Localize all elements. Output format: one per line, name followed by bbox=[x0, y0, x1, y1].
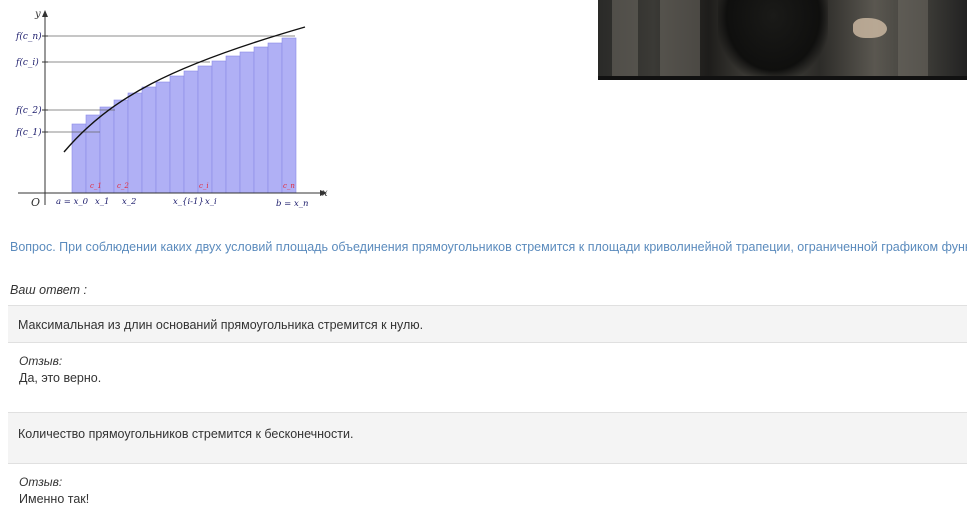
feedback-1: Отзыв: Да, это верно. bbox=[19, 354, 101, 385]
y-tick-label-fc1: f(c_1) bbox=[15, 127, 42, 138]
y-tick-label-fcn: f(c_n) bbox=[15, 31, 42, 42]
rectangles-group bbox=[71, 37, 297, 194]
x-tick-label-x1: x_1 bbox=[95, 197, 109, 207]
sample-label-cn: c_n bbox=[283, 182, 295, 190]
feedback-2: Отзыв: Именно так! bbox=[19, 475, 89, 506]
riemann-sum-figure: y x O f(c_n) f(c_i) f(c_2) f(c_1) a = x_… bbox=[0, 0, 340, 220]
riemann-rectangle bbox=[253, 46, 269, 194]
y-axis-label: y bbox=[34, 9, 41, 20]
video-window-panel bbox=[898, 0, 928, 80]
video-window-panel bbox=[612, 0, 638, 80]
answer-option-1: Максимальная из длин оснований прямоугол… bbox=[8, 305, 967, 343]
feedback-text: Именно так! bbox=[19, 492, 90, 506]
sample-label-c1: c_1 bbox=[90, 182, 102, 190]
feedback-text: Да, это верно. bbox=[19, 371, 102, 385]
x-axis-label: x bbox=[322, 188, 328, 199]
riemann-rectangle bbox=[99, 106, 115, 194]
x-tick-label-a: a = x_0 bbox=[56, 197, 89, 207]
video-person-hand bbox=[853, 18, 887, 38]
riemann-rectangle bbox=[239, 51, 255, 194]
riemann-rectangle bbox=[267, 42, 283, 194]
video-thumbnail[interactable] bbox=[598, 0, 967, 80]
y-tick-label-fc2: f(c_2) bbox=[15, 105, 42, 116]
riemann-rectangle bbox=[281, 37, 297, 194]
function-curve bbox=[63, 26, 306, 153]
riemann-rectangle bbox=[155, 81, 171, 194]
feedback-label: Отзыв: bbox=[19, 475, 63, 489]
video-bottom-edge bbox=[598, 76, 967, 80]
origin-label: O bbox=[31, 196, 40, 209]
riemann-rectangle bbox=[141, 86, 157, 194]
x-tick-label-xi: x_i bbox=[205, 197, 217, 207]
video-window-panel bbox=[660, 0, 700, 80]
riemann-rectangle bbox=[71, 123, 87, 194]
y-tick-label-fci: f(c_i) bbox=[15, 57, 39, 68]
your-answer-label: Ваш ответ : bbox=[10, 283, 87, 297]
answer-option-2: Количество прямоугольников стремится к б… bbox=[8, 412, 967, 464]
x-tick-label-xi-1: x_{i-1} bbox=[173, 197, 204, 207]
riemann-rectangle bbox=[211, 60, 227, 194]
riemann-sum-svg: y x O f(c_n) f(c_i) f(c_2) f(c_1) a = x_… bbox=[15, 9, 328, 209]
x-tick-label-x2: x_2 bbox=[122, 197, 136, 207]
x-tick-label-b: b = x_n bbox=[276, 199, 309, 209]
sample-label-c2: c_2 bbox=[117, 182, 129, 190]
riemann-rectangle bbox=[169, 75, 185, 194]
feedback-label: Отзыв: bbox=[19, 354, 63, 368]
question-text: Вопрос. При соблюдении каких двух услови… bbox=[10, 240, 967, 254]
riemann-rectangle bbox=[183, 70, 199, 194]
x-axis-arrow bbox=[320, 190, 327, 196]
riemann-rectangle bbox=[197, 65, 213, 194]
riemann-rectangle bbox=[225, 55, 241, 194]
riemann-rectangle bbox=[127, 92, 143, 194]
video-person-silhouette bbox=[718, 0, 828, 80]
y-axis-arrow bbox=[42, 10, 48, 17]
sample-label-ci: c_i bbox=[199, 182, 209, 190]
riemann-rectangle bbox=[113, 99, 129, 194]
